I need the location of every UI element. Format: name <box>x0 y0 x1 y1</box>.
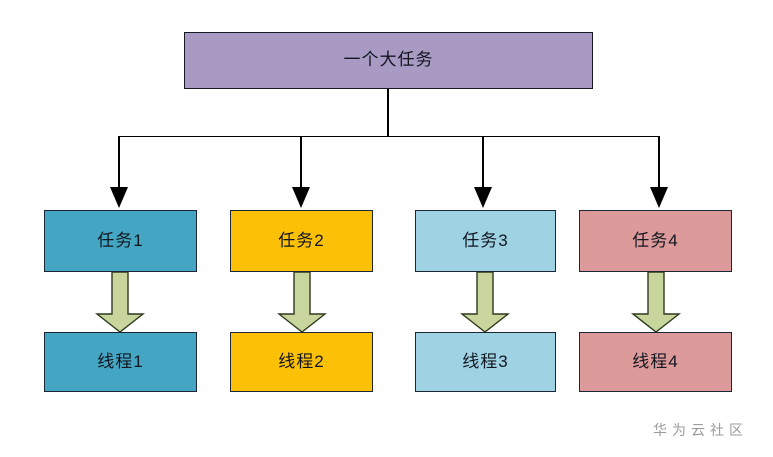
node-task-3[interactable]: 任务3 <box>415 210 556 272</box>
node-thread-2-label: 线程2 <box>278 351 325 371</box>
node-thread-2[interactable]: 线程2 <box>230 332 373 392</box>
arrowhead-icon-2 <box>291 187 310 208</box>
watermark-text: 华为云社区 <box>653 422 748 438</box>
node-task-1[interactable]: 任务1 <box>44 210 197 272</box>
tree-connector-bar <box>118 135 659 138</box>
tree-connector-drop-2 <box>300 136 302 189</box>
arrowhead-icon-3 <box>473 187 492 208</box>
block-arrow-icon-4 <box>628 272 684 333</box>
arrowhead-icon-4 <box>649 187 668 208</box>
tree-connector-drop-4 <box>658 136 660 189</box>
node-task-2[interactable]: 任务2 <box>230 210 373 272</box>
node-thread-3[interactable]: 线程3 <box>415 332 556 392</box>
node-task-3-label: 任务3 <box>462 230 509 250</box>
tree-connector-drop-3 <box>482 136 484 189</box>
node-root-task-label: 一个大任务 <box>343 50 434 69</box>
node-thread-1-label: 线程1 <box>97 351 144 371</box>
tree-connector-drop-1 <box>118 136 120 189</box>
node-thread-4[interactable]: 线程4 <box>579 332 732 392</box>
block-arrow-icon-1 <box>92 272 148 333</box>
node-task-4-label: 任务4 <box>632 230 679 250</box>
node-thread-3-label: 线程3 <box>462 351 509 371</box>
node-thread-1[interactable]: 线程1 <box>44 332 197 392</box>
node-task-2-label: 任务2 <box>278 230 325 250</box>
node-root-task[interactable]: 一个大任务 <box>184 32 593 89</box>
block-arrow-icon-3 <box>457 272 513 333</box>
node-thread-4-label: 线程4 <box>632 351 679 371</box>
node-task-1-label: 任务1 <box>97 230 144 250</box>
tree-connector-stem <box>387 89 389 137</box>
arrowhead-icon-1 <box>109 187 128 208</box>
block-arrow-icon-2 <box>274 272 330 333</box>
node-task-4[interactable]: 任务4 <box>579 210 732 272</box>
